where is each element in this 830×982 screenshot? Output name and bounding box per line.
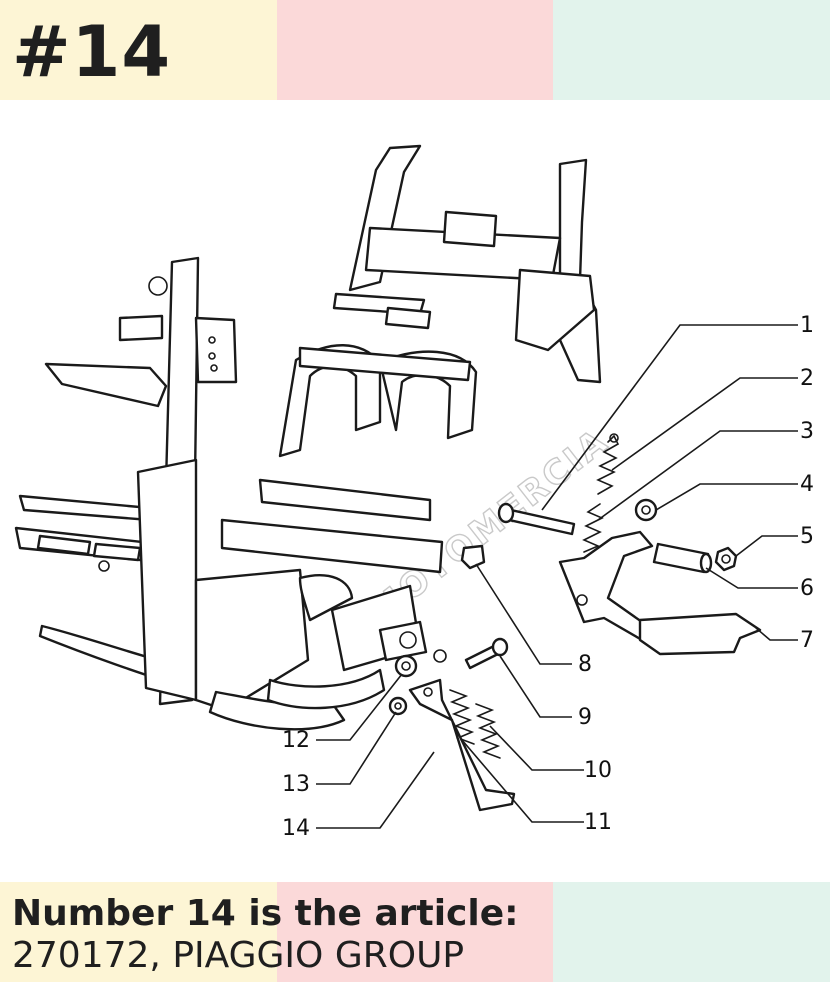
callout-9: 9 [578,705,592,730]
band-segment-yellow [0,882,277,982]
band-segment-pink [277,882,553,982]
part-4-nut [634,498,658,522]
part-number-heading: #14 [12,11,172,93]
callout-13: 13 [282,772,310,797]
callout-labels: 1 2 3 4 5 6 7 8 9 10 11 12 13 14 [282,313,814,841]
caption-article-number: 270172, PIAGGIO GROUP [12,935,465,976]
callout-4: 4 [800,472,814,497]
part-3-spring [582,503,604,553]
header-color-band [0,0,830,100]
callout-7: 7 [800,628,814,653]
part-12-pin [394,654,418,678]
part-1-long-bolt [497,502,576,536]
callout-10: 10 [584,758,612,783]
part-7-center-stand [558,530,762,656]
callout-11: 11 [584,810,612,835]
part-5-nut [714,546,738,572]
scooter-frame [14,144,602,731]
part-6-sleeve [652,542,713,574]
exploded-parts-diagram: MOTOMERCIA [14,144,814,841]
band-segment-pink [277,0,553,100]
leader-lines [316,324,798,829]
callout-6: 6 [800,576,814,601]
part-2-spring [596,433,620,495]
band-segment-yellow [0,0,277,100]
part-9-bolt [464,637,509,670]
callout-12: 12 [282,728,310,753]
part-8-plug [460,544,486,570]
band-segment-mint [553,882,830,982]
callout-14: 14 [282,816,310,841]
caption-title: Number 14 is the article: [12,893,519,934]
callout-1: 1 [800,313,814,338]
part-10-spring [475,703,501,759]
part-11-spring [433,649,475,745]
callout-8: 8 [578,652,592,677]
band-segment-mint [553,0,830,100]
caption-color-band [0,882,830,982]
callout-5: 5 [800,524,814,549]
callout-2: 2 [800,366,814,391]
callout-3: 3 [800,419,814,444]
part-14-side-stand [408,678,516,812]
part-13-washer [388,696,408,716]
